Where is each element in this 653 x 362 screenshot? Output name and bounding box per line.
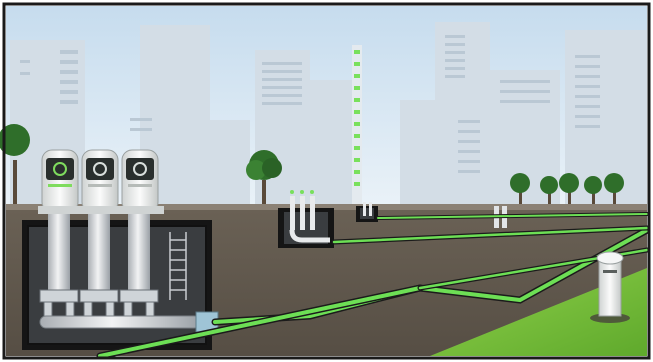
building-windows: [20, 35, 600, 173]
inlet-chamber: [278, 190, 334, 248]
valve-assembly: [39, 289, 159, 319]
ventilation-stack: [352, 45, 362, 205]
tree-row: [510, 173, 624, 206]
ladder: [169, 232, 187, 300]
chute-pipe: [128, 208, 150, 298]
collection-chamber: [22, 208, 219, 350]
recycle-icon: [133, 162, 147, 176]
grass-slope: [430, 268, 647, 356]
ground-surface: [6, 204, 647, 210]
chute-pipe: [88, 208, 110, 298]
waste-inlet-icon: [81, 149, 119, 213]
collector-pipe: [39, 315, 201, 329]
bollard-icon: [590, 251, 630, 323]
recycle-icon: [93, 162, 107, 176]
small-inlet-chamber: [356, 202, 378, 222]
chute-pipe: [48, 208, 70, 298]
bin-platform: [38, 206, 164, 214]
waste-inlet-icon: [41, 149, 79, 213]
tree-icon: [246, 150, 282, 206]
waste-inlet-icon: [121, 149, 159, 213]
recycle-icon: [53, 162, 67, 176]
tree-icon: [0, 124, 30, 206]
